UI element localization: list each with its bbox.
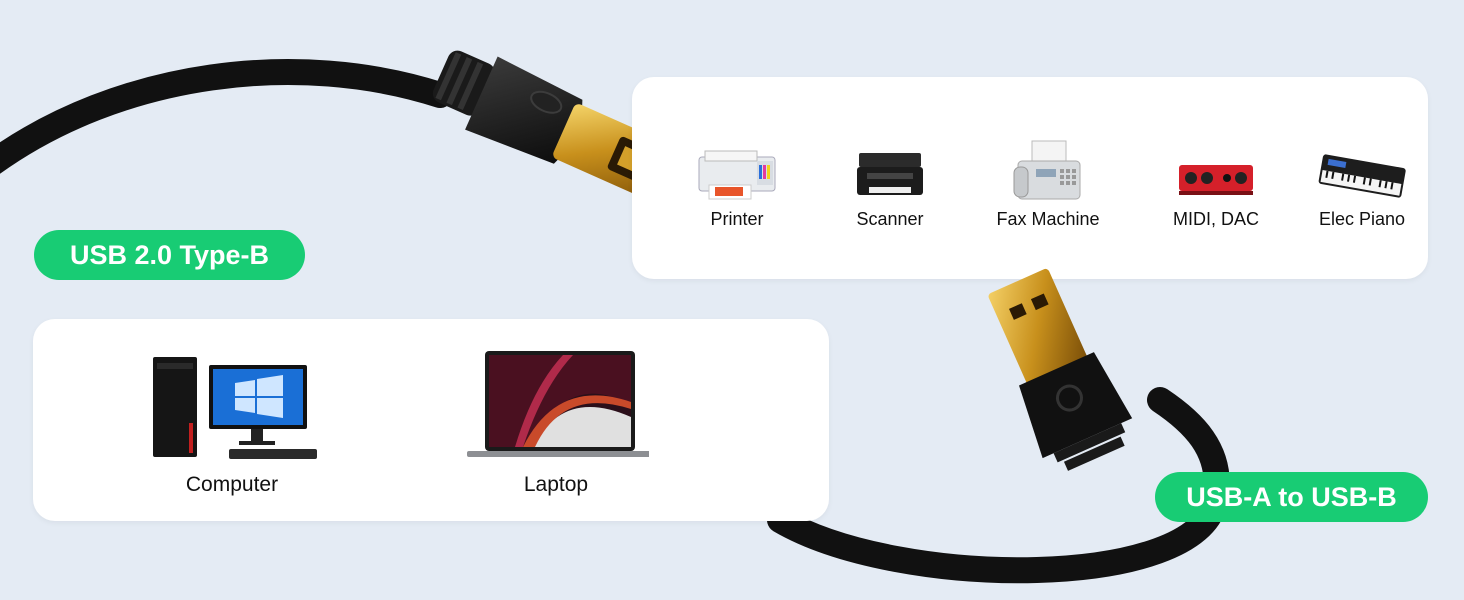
cable-bottom <box>767 387 1230 584</box>
desktop-computer-icon <box>153 357 317 459</box>
scanner-icon <box>857 153 923 195</box>
device-printer: Printer <box>694 147 780 230</box>
keyboard-piano-icon <box>1318 154 1406 198</box>
laptop-icon <box>467 351 649 457</box>
device-label: Scanner <box>856 209 924 229</box>
device-midi-dac: MIDI, DAC <box>1164 147 1268 230</box>
device-label: Computer <box>185 473 279 496</box>
peripheral-devices-card: Printer Scanner Fax Machine <box>632 77 1428 279</box>
device-label: Laptop <box>523 473 589 496</box>
device-computer: Computer <box>137 353 327 497</box>
printer-icon <box>698 150 776 200</box>
device-fax-machine: Fax Machine <box>992 139 1104 230</box>
device-label: Printer <box>710 209 764 229</box>
host-devices-card: Computer Laptop <box>33 319 829 521</box>
cable-left <box>0 59 453 174</box>
fax-machine-icon <box>1013 140 1081 200</box>
device-label: Elec Piano <box>1318 209 1406 229</box>
usb-type-b-badge: USB 2.0 Type-B <box>34 230 305 280</box>
device-label: MIDI, DAC <box>1172 209 1259 229</box>
device-label: Fax Machine <box>996 209 1100 229</box>
device-laptop: Laptop <box>459 347 653 497</box>
usb-a-to-b-badge: USB-A to USB-B <box>1155 472 1428 522</box>
audio-interface-icon <box>1179 165 1253 195</box>
device-scanner: Scanner <box>850 147 930 230</box>
device-elec-piano: Elec Piano <box>1312 147 1412 230</box>
